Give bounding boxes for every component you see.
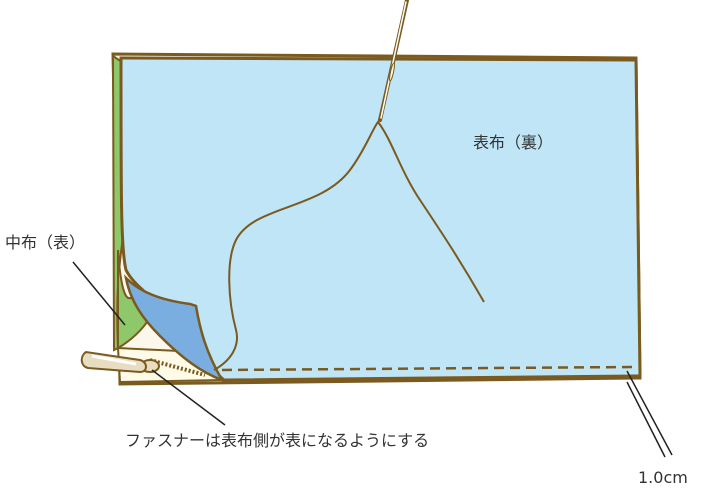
thread [213,120,485,371]
outer-fabric-label: 表布（裏） [473,133,554,152]
zipper-icon [80,350,206,377]
stitch-line [221,365,633,372]
leader-measure-a [626,370,673,456]
leader-measure-b [626,381,666,458]
outer-fabric-folded-corner [124,274,225,383]
leader-middle-fabric [72,261,126,326]
middle-fabric-label: 中布（表） [5,233,86,252]
measurement-label: 1.0cm [638,468,688,487]
needle-icon [378,0,409,122]
zipper-note-label: ファスナーは表布側が表になるようにする [125,431,430,450]
leader-zipper [151,369,226,426]
